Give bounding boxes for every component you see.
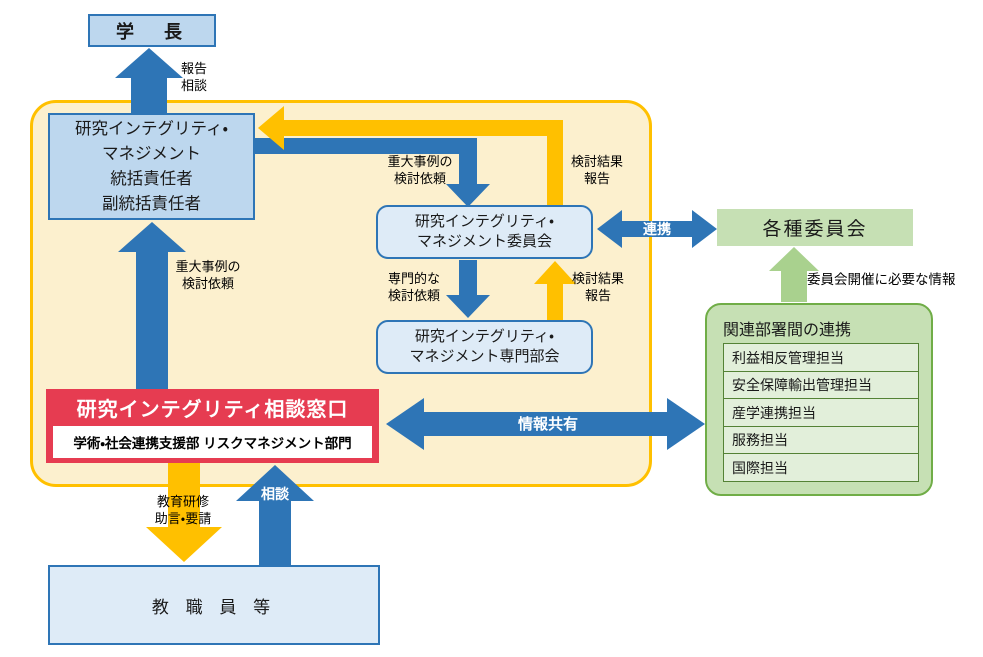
various-committees-label: 各種委員会 [762, 219, 868, 240]
label-serious-case-left: 重大事例の 検討依頼 [175, 259, 241, 291]
related-departments-title: 関連部署間の連携 [723, 322, 852, 339]
label-info-sharing: 情報共有 [517, 416, 578, 433]
chief-line: 統括責任者 [110, 169, 193, 188]
arrow-report-to-president-icon [115, 48, 183, 114]
arrow-consult-to-chief-icon [118, 222, 186, 390]
department-item: 国際担当 [723, 453, 919, 482]
arrow-departments-to-committees-icon [769, 247, 819, 302]
arrow-cooperation-bidirectional-icon [597, 210, 717, 248]
arrow-subcommittee-to-committee-icon [534, 261, 576, 320]
integrity-subcommittee-box: 研究インテグリティ・ マネジメント専門部会 [376, 320, 593, 374]
label-serious-case-mid: 重大事例の 検討依頼 [387, 154, 453, 186]
faculty-staff-label: 教 職 員 等 [151, 597, 277, 617]
label-training-advice: 教育研修 助言・要請 [154, 494, 212, 526]
consultation-window-box: 研究インテグリティ相談窓口 学術・社会連携支援部 リスクマネジメント部門 [46, 389, 379, 463]
label-result-report-top: 検討結果 報告 [570, 154, 623, 186]
arrow-committee-to-chief-icon [258, 106, 563, 205]
consultation-window-subtitle: 学術・社会連携支援部 リスクマネジメント部門 [53, 426, 372, 458]
related-departments-list: 利益相反管理担当 安全保障輸出管理担当 産学連携担当 服務担当 国際担当 [723, 343, 919, 482]
label-result-report-bottom: 検討結果 報告 [571, 271, 624, 303]
faculty-staff-box: 教 職 員 等 [48, 565, 380, 645]
arrow-training-to-staff-icon [146, 461, 222, 562]
president-label: 学 長 [116, 21, 188, 42]
arrow-staff-consult-icon [236, 465, 314, 565]
consultation-window-title: 研究インテグリティ相談窓口 [76, 398, 349, 421]
related-departments-box: 関連部署間の連携 利益相反管理担当 安全保障輸出管理担当 産学連携担当 服務担当… [705, 303, 933, 496]
president-box: 学 長 [88, 14, 216, 47]
label-cooperation: 連携 [643, 221, 671, 237]
chief-line: マネジメント [102, 144, 201, 163]
chief-line: 研究インテグリティ・ [74, 119, 229, 138]
committee-line: マネジメント委員会 [416, 233, 552, 250]
department-item: 利益相反管理担当 [723, 343, 919, 372]
label-expert-review: 専門的な 検討依頼 [387, 271, 440, 303]
arrow-committee-to-subcommittee-icon [446, 260, 490, 318]
department-item: 安全保障輸出管理担当 [723, 370, 919, 400]
department-item: 産学連携担当 [723, 398, 919, 427]
department-item: 服務担当 [723, 425, 919, 455]
subcommittee-line: 研究インテグリティ・ [414, 328, 555, 345]
chief-line: 副統括責任者 [102, 194, 201, 213]
label-committee-info: 委員会開催に必要な情報 [807, 272, 956, 287]
integrity-committee-box: 研究インテグリティ・ マネジメント委員会 [376, 205, 593, 259]
subcommittee-line: マネジメント専門部会 [409, 348, 560, 365]
arrow-info-sharing-bidirectional-icon [386, 398, 705, 450]
committee-line: 研究インテグリティ・ [414, 213, 555, 230]
various-committees-box: 各種委員会 [717, 209, 913, 246]
label-consult: 相談 [261, 486, 289, 502]
label-report-consult: 報告 相談 [181, 61, 208, 93]
integrity-chief-box: 研究インテグリティ・ マネジメント 統括責任者 副統括責任者 [48, 113, 255, 220]
